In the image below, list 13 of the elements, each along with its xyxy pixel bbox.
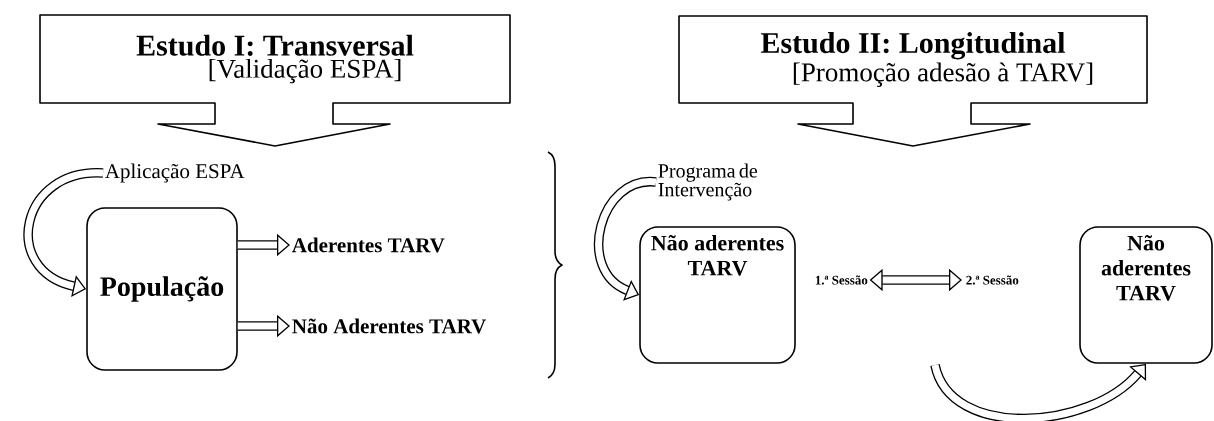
label-text: 1.ª Sessão (815, 275, 868, 285)
block-arrow (930, 363, 1147, 421)
label-text: Não Aderentes TARV (292, 318, 487, 334)
label-text: Aplicação ESPA (105, 163, 245, 183)
rounded-box: Não aderentes TARV (639, 226, 796, 364)
callout-box: Estudo I: Transversal [Validação ESPA] (39, 14, 511, 147)
callout-box: Estudo II: Longitudinal [Promoção adesão à TARV] (678, 15, 1148, 147)
label-text: 2.ª Sessão (966, 275, 1019, 285)
block-arrow (594, 177, 657, 301)
label-text: Aderentes TARV (292, 237, 445, 253)
label-text: Programa de Intervenção (658, 163, 758, 201)
rounded-box: Não aderentes TARV (1079, 226, 1213, 364)
rounded-box: População (86, 207, 238, 371)
